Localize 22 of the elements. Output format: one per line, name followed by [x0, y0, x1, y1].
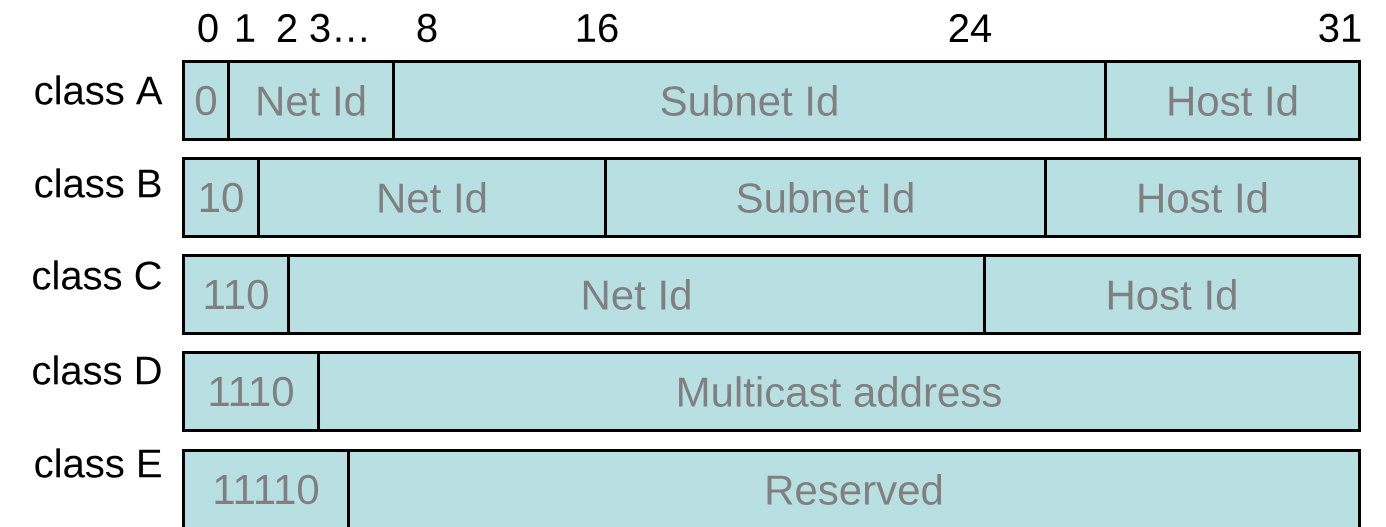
- class-label: class C: [33, 260, 162, 290]
- bit-number: 16: [577, 13, 618, 43]
- bit-number: 24: [949, 14, 992, 42]
- address-field: Host Id: [983, 254, 1361, 335]
- bit-number: 31: [1319, 13, 1361, 43]
- address-field: 10: [182, 157, 260, 238]
- address-field: 1110: [182, 351, 320, 432]
- class-label: class B: [35, 168, 161, 198]
- bit-number: 3…: [310, 13, 366, 43]
- bit-number: 0: [198, 13, 218, 43]
- address-field: Host Id: [1044, 157, 1361, 238]
- address-field: Subnet Id: [604, 157, 1047, 238]
- bit-number: 2: [277, 14, 297, 42]
- bit-number: 1: [236, 14, 255, 42]
- address-field: 110: [182, 254, 290, 335]
- bit-number: 8: [417, 13, 437, 43]
- class-label: class D: [33, 355, 161, 385]
- address-field: Host Id: [1104, 60, 1361, 141]
- class-label: class E: [35, 448, 161, 478]
- address-field: 0: [182, 60, 230, 141]
- address-field: 11110: [182, 449, 350, 527]
- class-label: class A: [35, 75, 163, 105]
